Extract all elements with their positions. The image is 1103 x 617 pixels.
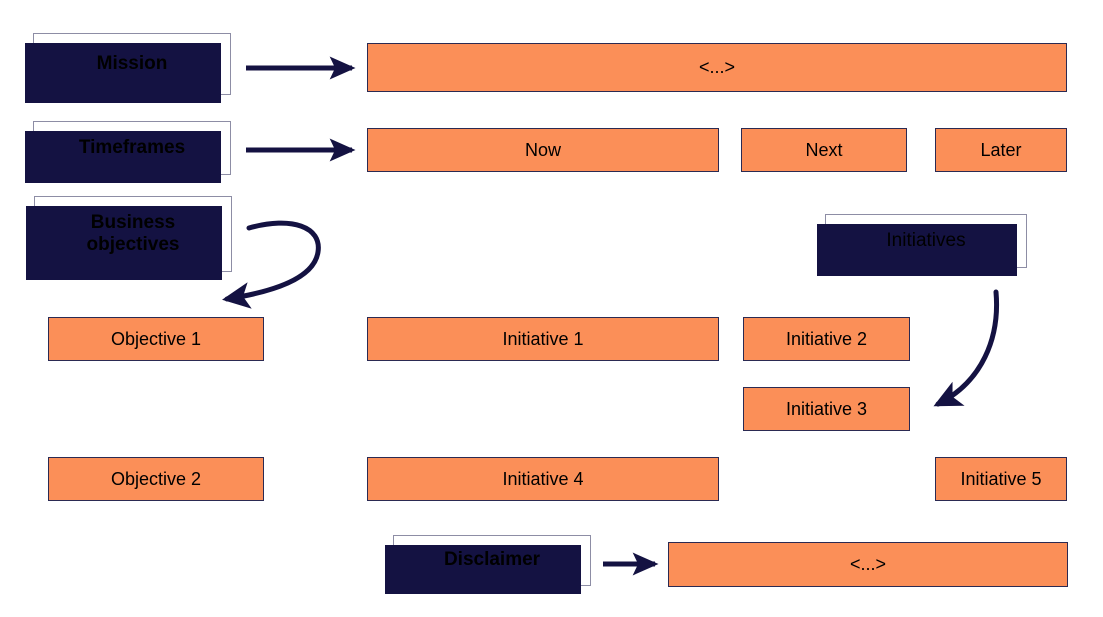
box-initiative-5[interactable]: Initiative 5 <box>935 457 1067 501</box>
box-objective-2[interactable]: Objective 2 <box>48 457 264 501</box>
box-text-disclaimer-value: <...> <box>849 554 887 574</box>
box-timeframe-next[interactable]: Next <box>741 128 907 172</box>
box-text-initiative-4: Initiative 4 <box>502 468 584 489</box>
label-text-business-objectives: Business objectives <box>86 211 180 255</box>
label-text-disclaimer: Disclaimer <box>443 549 541 571</box>
box-mission-value[interactable]: <...> <box>367 43 1067 92</box>
box-disclaimer-value[interactable]: <...> <box>668 542 1068 587</box>
label-card-disclaimer[interactable]: Disclaimer <box>385 535 591 594</box>
label-card-timeframes[interactable]: Timeframes <box>25 121 231 183</box>
box-objective-1[interactable]: Objective 1 <box>48 317 264 361</box>
box-text-mission-value: <...> <box>698 57 736 77</box>
label-card-business-objectives[interactable]: Business objectives <box>26 196 232 280</box>
box-text-objective-2: Objective 2 <box>110 468 202 489</box>
initiatives-arrow <box>933 289 1000 407</box>
box-text-initiative-2: Initiative 2 <box>785 328 868 349</box>
label-card-initiatives[interactable]: Initiatives <box>817 214 1027 276</box>
box-text-timeframe-later: Later <box>980 139 1022 160</box>
box-initiative-4[interactable]: Initiative 4 <box>367 457 719 501</box>
label-text-mission: Mission <box>96 52 168 74</box>
box-timeframe-now[interactable]: Now <box>367 128 719 172</box>
business-objectives-arrow <box>222 220 321 309</box>
label-card-mission[interactable]: Mission <box>25 33 231 103</box>
label-text-initiatives: Initiatives <box>886 229 966 251</box>
label-text-timeframes: Timeframes <box>78 136 186 158</box>
box-text-timeframe-next: Next <box>805 139 843 160</box>
box-text-objective-1: Objective 1 <box>110 328 202 349</box>
box-initiative-1[interactable]: Initiative 1 <box>367 317 719 361</box>
box-text-timeframe-now: Now <box>524 139 561 160</box>
box-text-initiative-3: Initiative 3 <box>785 398 868 419</box>
box-text-initiative-5: Initiative 5 <box>960 468 1042 489</box>
box-text-initiative-1: Initiative 1 <box>502 328 584 349</box>
box-timeframe-later[interactable]: Later <box>935 128 1067 172</box>
box-initiative-3[interactable]: Initiative 3 <box>743 387 910 431</box>
box-initiative-2[interactable]: Initiative 2 <box>743 317 910 361</box>
